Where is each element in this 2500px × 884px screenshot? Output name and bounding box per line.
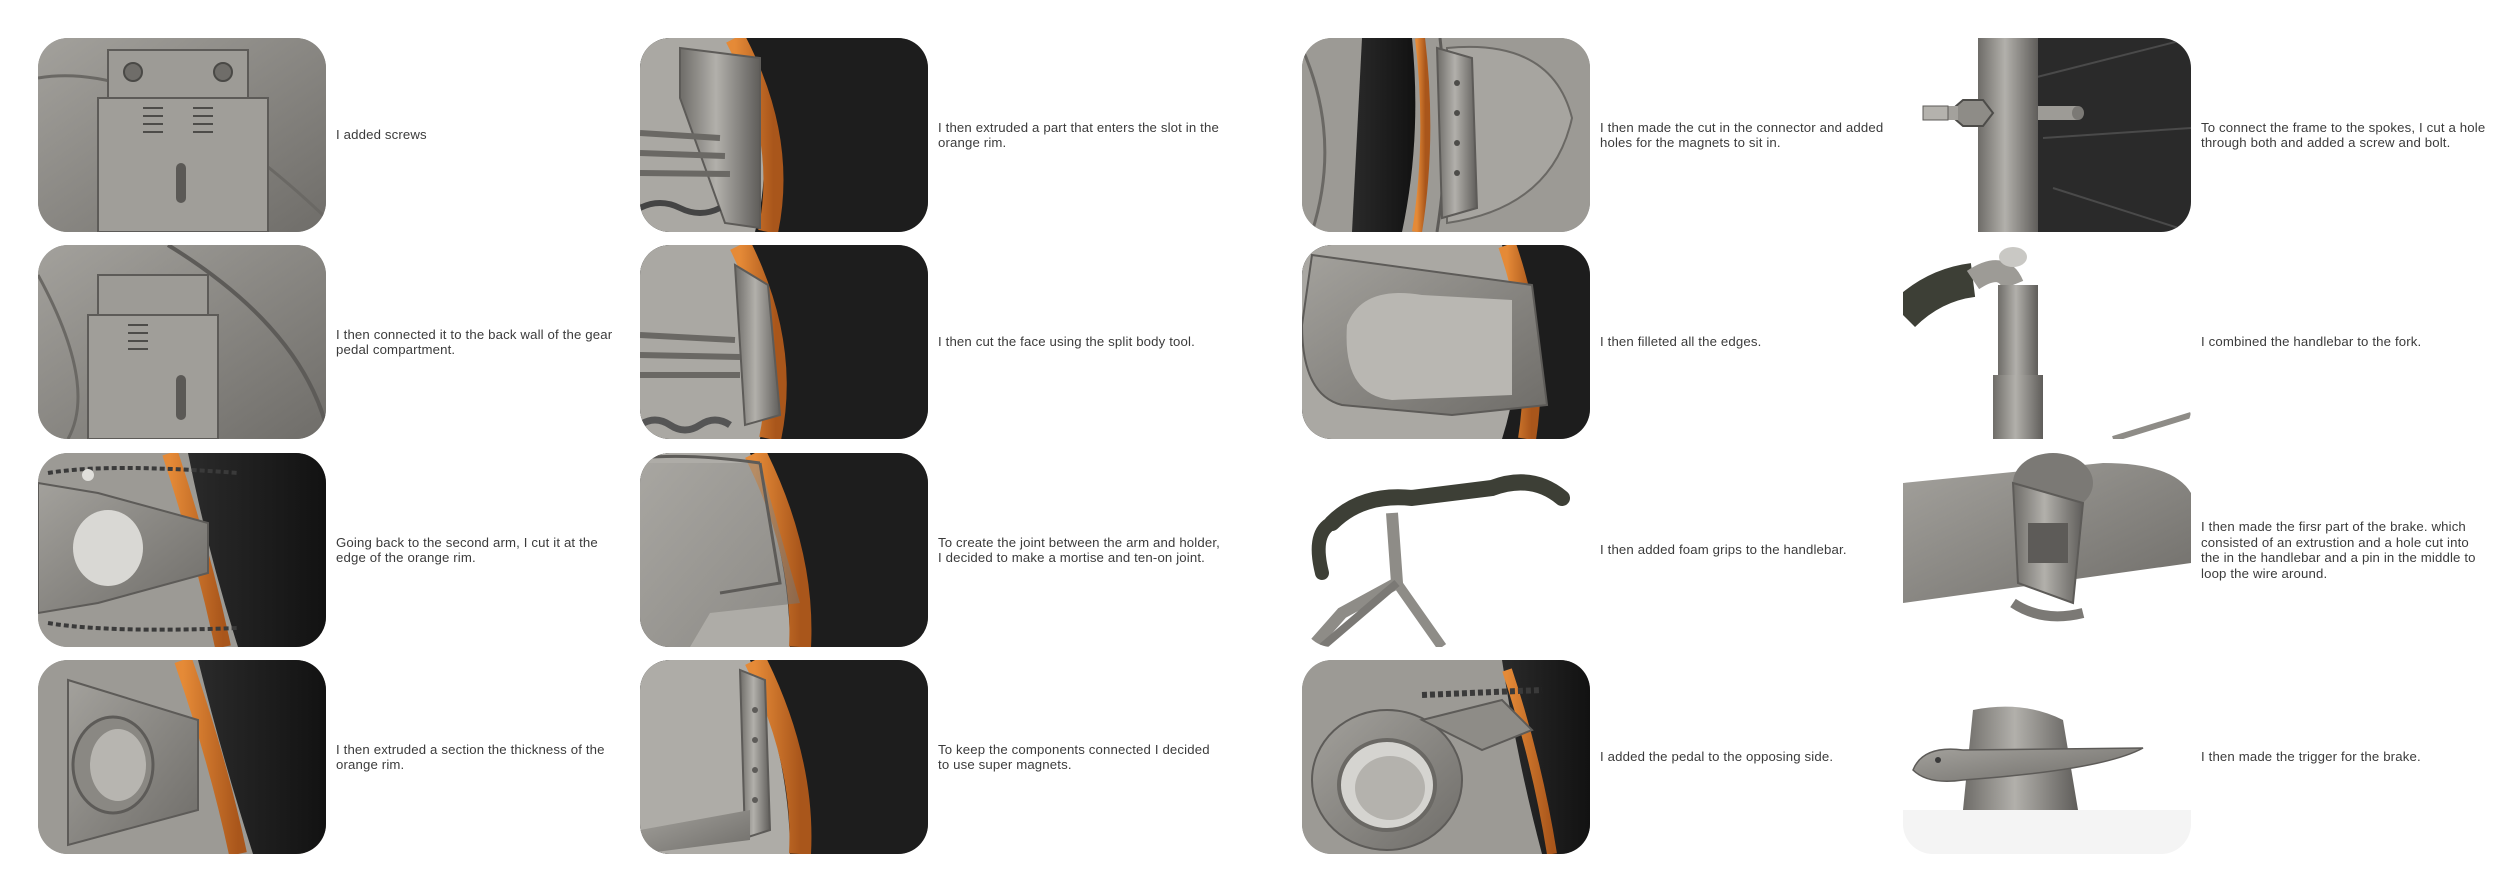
step-14: I combined the handlebar to the fork. (1903, 245, 2500, 439)
step-1: I added screws (38, 38, 638, 232)
step-7-image (640, 453, 928, 647)
step-9-caption: I then made the cut in the connector and… (1600, 119, 1884, 151)
step-8: To keep the components connected I decid… (640, 660, 1240, 854)
step-1-image (38, 38, 326, 232)
step-3: Going back to the second arm, I cut it a… (38, 453, 638, 647)
step-12-caption: I added the pedal to the opposing side. (1600, 749, 1834, 765)
step-6-caption: I then cut the face using the split body… (938, 334, 1195, 350)
step-9: I then made the cut in the connector and… (1302, 38, 1902, 232)
step-4-caption: I then extruded a section the thickness … (336, 741, 605, 773)
step-10: I then filleted all the edges. (1302, 245, 1902, 439)
step-6-image (640, 245, 928, 439)
step-5-caption: I then extruded a part that enters the s… (938, 119, 1219, 151)
step-11-caption: I then added foam grips to the handlebar… (1600, 542, 1847, 558)
step-2: I then connected it to the back wall of … (38, 245, 638, 439)
step-7-caption: To create the joint between the arm and … (938, 534, 1220, 566)
step-11: I then added foam grips to the handlebar… (1302, 453, 1902, 647)
step-6: I then cut the face using the split body… (640, 245, 1240, 439)
step-2-caption: I then connected it to the back wall of … (336, 326, 613, 358)
step-7: To create the joint between the arm and … (640, 453, 1240, 647)
step-13: To connect the frame to the spokes, I cu… (1903, 38, 2500, 232)
step-15-caption: I then made the firsr part of the brake.… (2201, 519, 2476, 581)
step-5: I then extruded a part that enters the s… (640, 38, 1240, 232)
step-16-image (1903, 660, 2191, 854)
step-15-image (1903, 453, 2191, 647)
step-13-caption: To connect the frame to the spokes, I cu… (2201, 119, 2486, 151)
step-11-image (1302, 453, 1590, 647)
step-3-image (38, 453, 326, 647)
step-15: I then made the firsr part of the brake.… (1903, 453, 2500, 647)
step-8-image (640, 660, 928, 854)
step-16: I then made the trigger for the brake. (1903, 660, 2500, 854)
step-10-caption: I then filleted all the edges. (1600, 334, 1762, 350)
step-5-image (640, 38, 928, 232)
step-14-caption: I combined the handlebar to the fork. (2201, 334, 2422, 350)
step-12-image (1302, 660, 1590, 854)
step-4-image (38, 660, 326, 854)
step-8-caption: To keep the components connected I decid… (938, 741, 1210, 773)
step-4: I then extruded a section the thickness … (38, 660, 638, 854)
step-10-image (1302, 245, 1590, 439)
step-14-image (1903, 245, 2191, 439)
step-13-image (1903, 38, 2191, 232)
step-12: I added the pedal to the opposing side. (1302, 660, 1902, 854)
step-2-image (38, 245, 326, 439)
step-9-image (1302, 38, 1590, 232)
step-16-caption: I then made the trigger for the brake. (2201, 749, 2421, 765)
step-3-caption: Going back to the second arm, I cut it a… (336, 534, 598, 566)
step-1-caption: I added screws (336, 127, 427, 143)
